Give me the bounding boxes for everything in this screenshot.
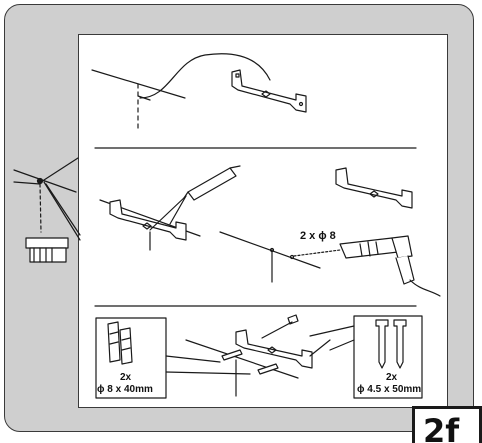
step-badge: 2f	[412, 406, 482, 443]
overview-sketch	[13, 157, 81, 263]
anchor-quantity-label: 2x	[120, 372, 132, 383]
section-bracket-position	[91, 53, 417, 149]
screw-size-label: ϕ 4.5 x 50mm	[357, 384, 422, 395]
step-number: 2f	[423, 412, 460, 443]
drill-size-label: 2 x ϕ 8	[300, 230, 336, 242]
section-marking-drilling	[94, 165, 441, 307]
section-anchors-screws	[95, 314, 423, 399]
anchor-size-label: ϕ 8 x 40mm	[97, 384, 153, 395]
screw-quantity-label: 2x	[386, 372, 398, 383]
